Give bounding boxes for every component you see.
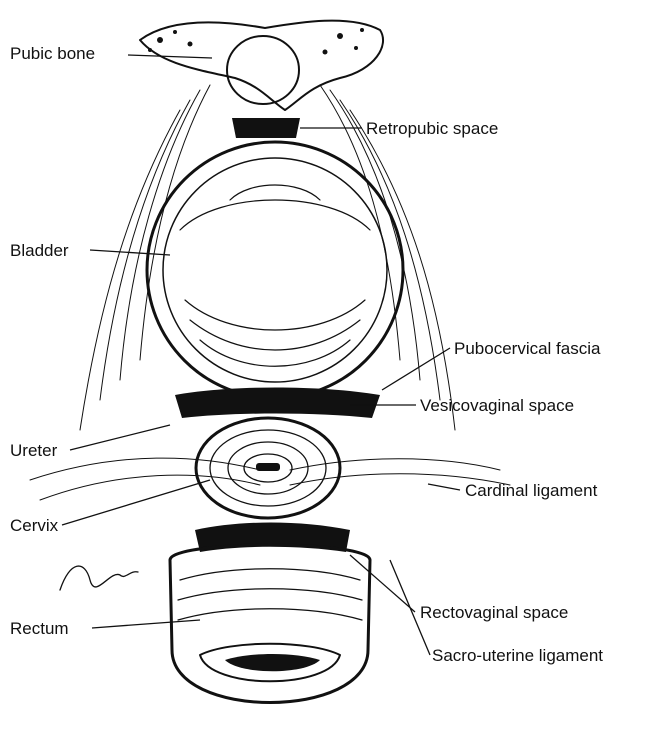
leader-ureter bbox=[70, 425, 170, 450]
label-cardinal-ligament: Cardinal ligament bbox=[465, 481, 598, 500]
leader-rectum bbox=[92, 620, 200, 628]
leader-rectovaginal-space bbox=[350, 555, 415, 612]
label-cervix: Cervix bbox=[10, 516, 59, 535]
leader-pubic-bone bbox=[128, 55, 212, 58]
label-pubic-bone: Pubic bone bbox=[10, 44, 95, 63]
vesicovaginal-space bbox=[175, 388, 380, 419]
label-pubocervical-fascia: Pubocervical fascia bbox=[454, 339, 601, 358]
label-retropubic-space: Retropubic space bbox=[366, 119, 498, 138]
label-sacro-uterine-ligament: Sacro-uterine ligament bbox=[432, 646, 603, 665]
leader-lines bbox=[62, 55, 460, 655]
label-ureter: Ureter bbox=[10, 441, 58, 460]
label-rectum: Rectum bbox=[10, 619, 69, 638]
leader-cardinal-ligament bbox=[428, 484, 460, 490]
cervix bbox=[196, 418, 340, 518]
leader-bladder bbox=[90, 250, 170, 255]
signature bbox=[60, 566, 138, 590]
pubic-bone bbox=[140, 21, 383, 110]
label-bladder: Bladder bbox=[10, 241, 69, 260]
label-vesicovaginal-space: Vesicovaginal space bbox=[420, 396, 574, 415]
leader-pubocervical-fascia bbox=[382, 348, 450, 390]
retropubic-space bbox=[232, 118, 300, 138]
label-rectovaginal-space: Rectovaginal space bbox=[420, 603, 568, 622]
rectum bbox=[170, 545, 370, 703]
bladder bbox=[147, 142, 403, 398]
